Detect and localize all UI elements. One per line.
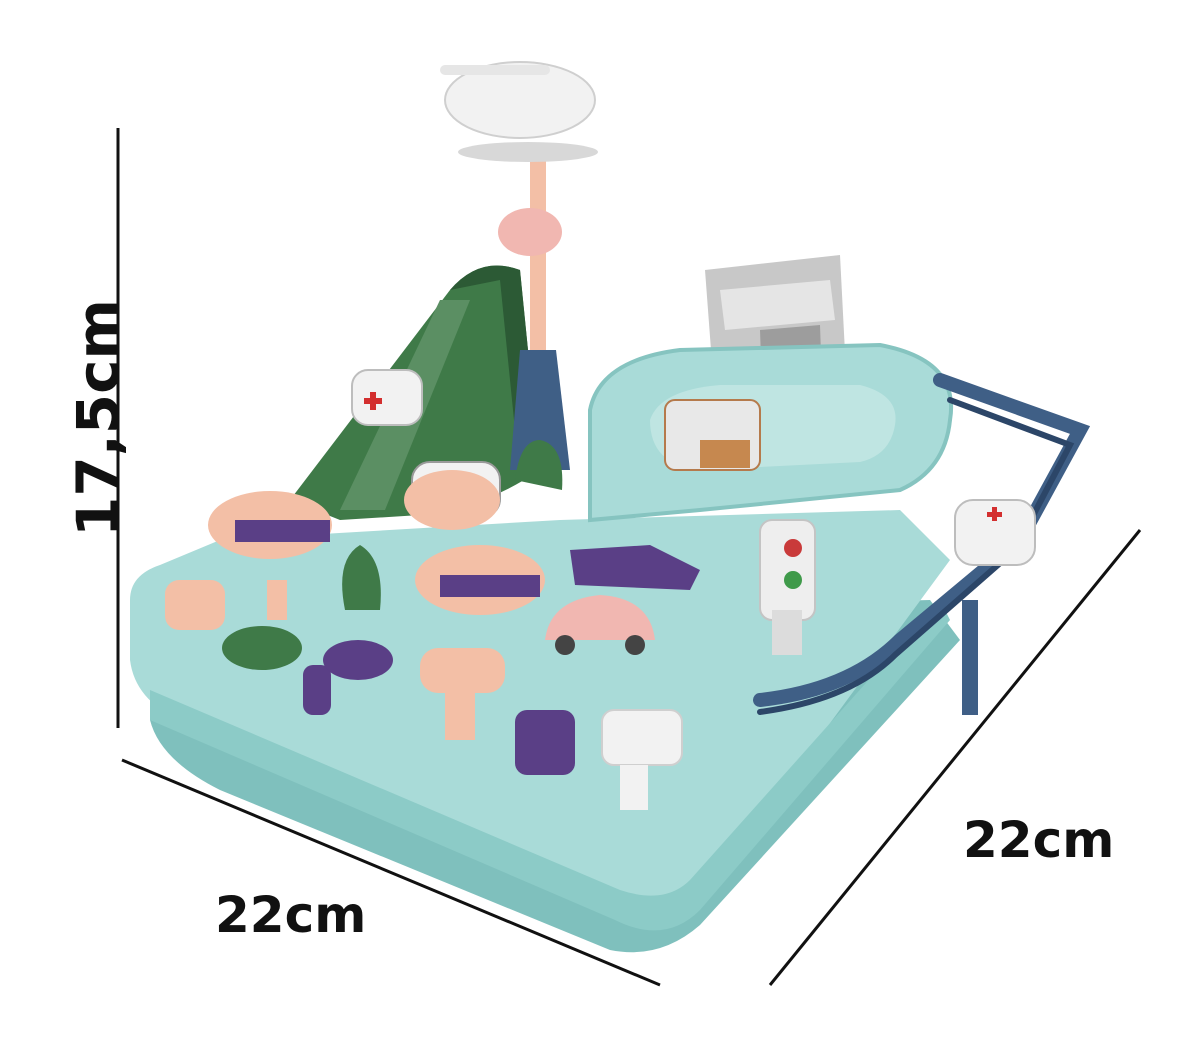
pink-car-top [498,208,562,256]
control-knobs [165,580,683,810]
tree-center [515,440,563,490]
gates [208,470,545,615]
pink-car-front [545,595,655,655]
side-dimension-line [768,529,1142,986]
navy-track [753,373,1091,715]
front-width-dimension-label: 22cm [215,886,367,944]
toy-track-set [130,61,1091,953]
height-dimension-label: 17,5cm [64,299,132,537]
traffic-light [759,519,816,655]
ambulance-on-ramp [351,369,423,426]
front-dimension-line [121,758,661,987]
track-support-pillar [962,600,978,715]
ambulance-on-track [954,499,1036,566]
side-depth-dimension-label: 22cm [963,811,1115,869]
pole-base [510,350,570,470]
purple-roof [570,545,700,590]
base-front-edge [150,600,950,931]
helicopter [440,61,598,162]
tree-small [342,545,381,610]
dimension-lines [116,128,1142,987]
orange-bus [664,399,761,471]
